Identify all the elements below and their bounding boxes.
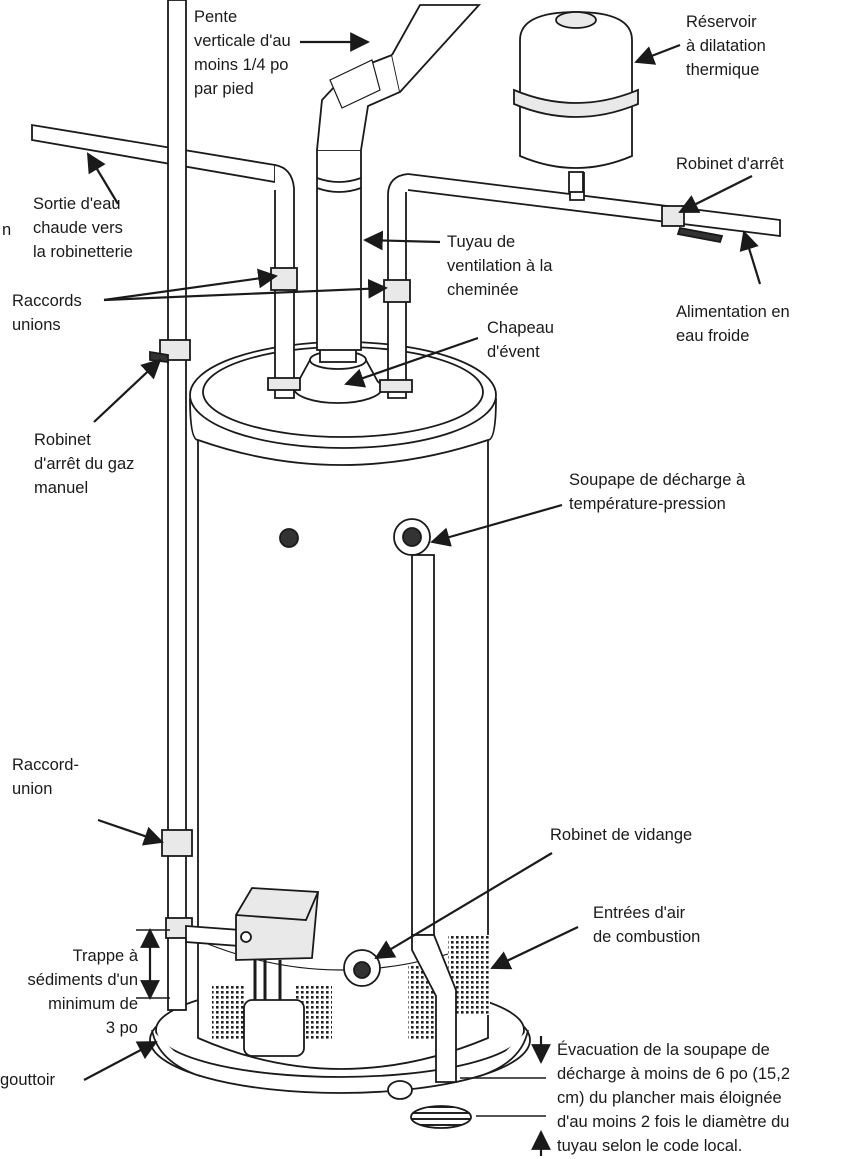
arrow-union-left [103, 268, 278, 302]
label-vent-pipe: Tuyau de ventilation à la cheminée [447, 233, 553, 299]
hot-water-pipe [31, 123, 301, 399]
floor-drain [410, 1105, 472, 1129]
arrow-expansion-tank [634, 43, 681, 65]
label-discharge: Évacuation de la soupape de décharge à m… [557, 1041, 790, 1155]
arrow-vent-pipe [363, 230, 441, 251]
label-draft-hood: Chapeau d'évent [487, 319, 554, 361]
arrow-draft-hood [344, 336, 479, 388]
arrow-union [97, 818, 164, 846]
label-unions: Raccords unions [12, 292, 82, 334]
label-drain-valve: Robinet de vidange [550, 826, 693, 844]
pan-outlet [387, 1080, 413, 1100]
label-tp-valve: Soupape de décharge à température-pressi… [569, 471, 746, 513]
label-shutoff-valve: Robinet d'arrêt [676, 155, 784, 173]
arrow-drip-pan [83, 1041, 158, 1081]
label-gas-valve: Robinet d'arrêt du gaz manuel [34, 431, 135, 497]
gas-control-valve [235, 887, 319, 1057]
label-drip-pan: gouttoir [0, 1071, 56, 1089]
tp-relief-valve [393, 518, 457, 1083]
label-air-inlets: Entrées d'air de combustion [593, 904, 701, 946]
arrow-union-right [103, 278, 388, 302]
label-vent-slope: Pente verticale d'au moins 1/4 po par pi… [194, 8, 291, 98]
tank-gauge [279, 528, 299, 548]
arrow-hot-outlet [86, 152, 119, 205]
drain-valve [343, 949, 381, 987]
label-sediment-trap: Trappe à sédiments d'un minimum de 3 po [27, 947, 138, 1037]
expansion-tank [513, 11, 639, 193]
label-expansion-tank: Réservoir à dilatation thermique [686, 13, 766, 79]
arrow-drain-valve [374, 852, 553, 960]
arrow-gas-valve [93, 358, 162, 423]
label-union: Raccord- union [12, 756, 79, 798]
label-edge-fragment: n [2, 221, 12, 239]
arrow-cold-supply [739, 230, 762, 285]
label-hot-outlet: Sortie d'eau chaude vers la robinetterie [33, 195, 133, 261]
arrow-tp-valve [430, 503, 563, 547]
arrow-shutoff [678, 175, 753, 213]
arrow-air-inlets [490, 926, 579, 970]
vent-pipe [316, 4, 482, 351]
label-cold-supply: Alimentation en eau froide [676, 303, 790, 345]
